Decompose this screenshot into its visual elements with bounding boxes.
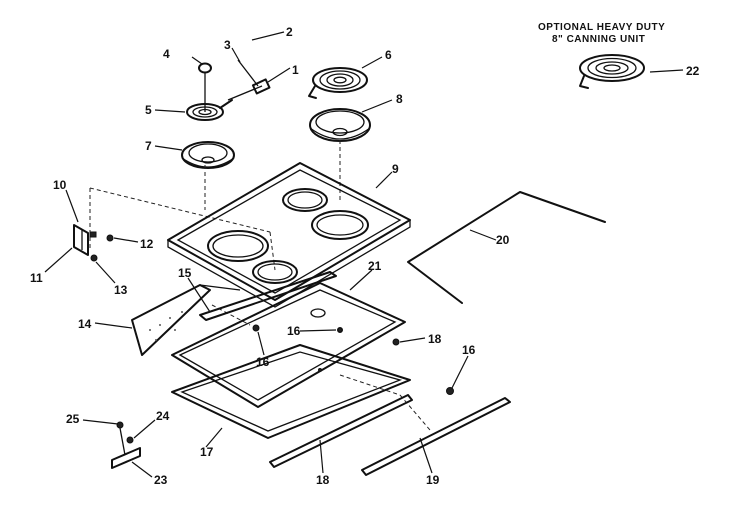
callout-17: 17 (200, 445, 214, 459)
screw-center (337, 327, 343, 333)
caption-line-1: OPTIONAL HEAVY DUTY (538, 22, 665, 33)
callout-15: 15 (178, 266, 192, 280)
callout-8: 8 (396, 92, 403, 106)
cooktop (167, 162, 411, 308)
terminal-block (227, 59, 271, 101)
callout-21: 21 (368, 259, 382, 273)
caption-line-2: 8" CANNING UNIT (552, 34, 645, 45)
callout-5: 5 (145, 103, 152, 117)
callout-16-center: 16 (287, 324, 301, 338)
callout-2: 2 (286, 25, 293, 39)
callout-3: 3 (224, 38, 231, 52)
surface-element-large (308, 67, 368, 99)
callout-16-left: 16 (256, 355, 270, 369)
callout-16-right: 16 (462, 343, 476, 357)
liner-panel (171, 282, 406, 408)
callout-19: 19 (426, 473, 440, 487)
side-rail-right (361, 397, 511, 476)
callout-14: 14 (78, 317, 92, 331)
callout-11: 11 (30, 271, 43, 285)
callout-4: 4 (163, 47, 170, 61)
callout-24: 24 (156, 409, 170, 423)
bottom-tray (171, 344, 411, 439)
drip-pan-large (309, 108, 371, 142)
callout-12: 12 (140, 237, 154, 251)
callout-23: 23 (154, 473, 168, 487)
drip-pan-small (181, 141, 235, 169)
callout-9: 9 (392, 162, 399, 176)
callout-18-right: 18 (428, 332, 442, 346)
control-panel (131, 284, 241, 356)
support-rod (407, 191, 606, 304)
callout-7: 7 (145, 139, 152, 153)
trim-strip (199, 271, 337, 321)
callout-13: 13 (114, 283, 128, 297)
small-bracket (111, 421, 141, 469)
screw-left (252, 324, 260, 332)
callout-10: 10 (53, 178, 67, 192)
control-knob (198, 62, 212, 112)
callout-20: 20 (496, 233, 510, 247)
canning-unit-element (579, 54, 645, 89)
bracket-assembly (73, 224, 114, 262)
callout-22: 22 (686, 64, 700, 78)
screw-18 (392, 338, 400, 346)
callout-18-bottom: 18 (316, 473, 330, 487)
side-rail-left (269, 394, 413, 468)
callout-1: 1 (292, 63, 299, 77)
callout-25: 25 (66, 412, 80, 426)
screw-right (446, 387, 454, 395)
callout-6: 6 (385, 48, 392, 62)
surface-element-small (186, 99, 233, 121)
leader-lines (44, 31, 684, 478)
